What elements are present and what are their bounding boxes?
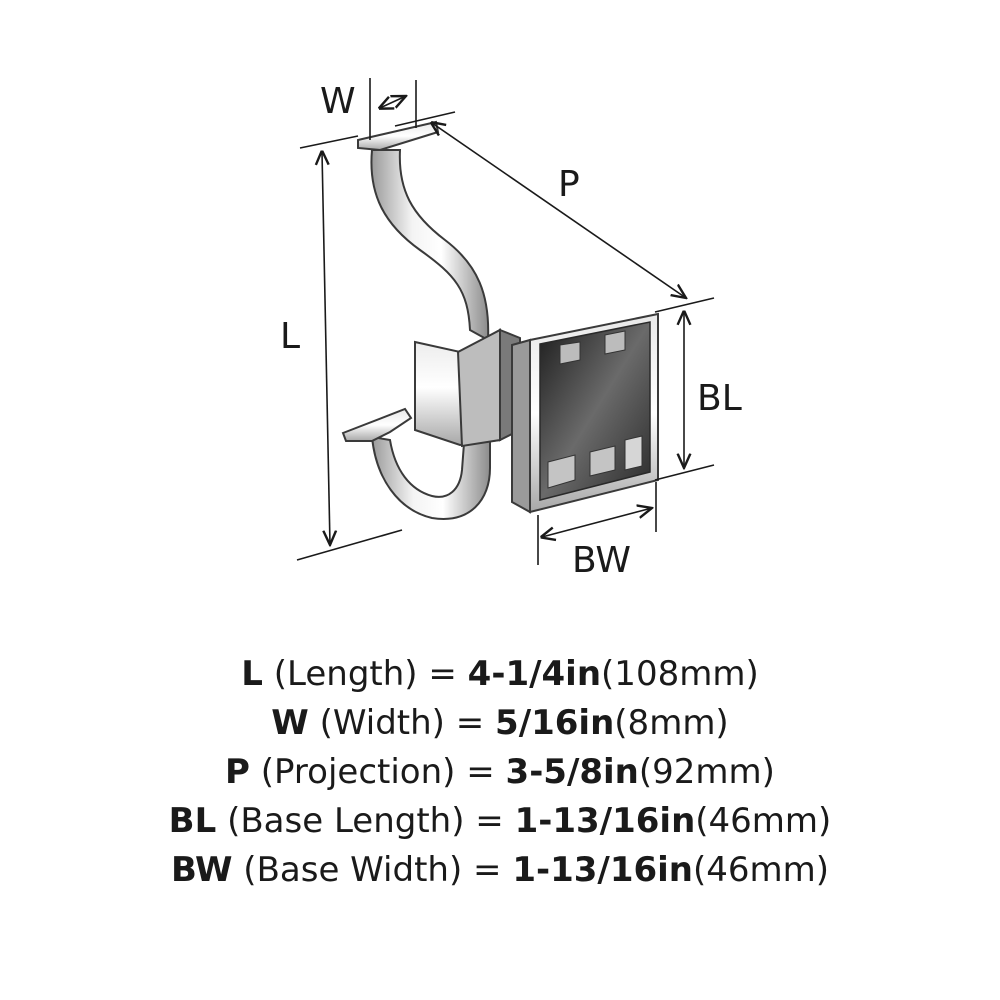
spec-metric: (46mm) — [695, 801, 832, 841]
specifications-list: L (Length) = 4-1/4in(108mm) W (Width) = … — [0, 650, 1000, 895]
spec-desc: (Length) = — [262, 654, 468, 694]
base-cavity — [539, 321, 651, 501]
mounting-base — [511, 312, 659, 514]
spec-imperial: 4-1/4in — [467, 654, 602, 694]
spec-imperial: 1-13/16in — [514, 801, 696, 841]
w-label: W — [320, 81, 356, 122]
spec-abbr: BW — [170, 850, 233, 890]
hook-dimension-diagram: W P L BL BW — [280, 78, 742, 581]
spec-desc: (Width) = — [308, 703, 496, 743]
spec-projection: P (Projection) = 3-5/8in(92mm) — [0, 748, 1000, 797]
spec-imperial: 1-13/16in — [512, 850, 694, 890]
spec-width: W (Width) = 5/16in(8mm) — [0, 699, 1000, 748]
p-extension-top — [394, 111, 456, 127]
spec-desc: (Projection) = — [249, 752, 506, 792]
spec-metric: (8mm) — [614, 703, 729, 743]
hook-illustration — [341, 120, 521, 520]
p-label: P — [558, 164, 580, 205]
bw-label: BW — [572, 540, 631, 581]
l-dimension-line — [322, 152, 330, 545]
spec-base-length: BL (Base Length) = 1-13/16in(46mm) — [0, 797, 1000, 846]
spec-abbr: L — [241, 654, 263, 694]
hook-lower-tip — [341, 407, 413, 442]
l-label: L — [280, 316, 300, 357]
dimension-lines — [296, 78, 715, 565]
bl-extension-bottom — [654, 464, 715, 481]
bl-extension-top — [654, 297, 715, 313]
spec-metric: (108mm) — [601, 654, 759, 694]
p-dimension-line — [432, 123, 686, 298]
spec-abbr: BL — [168, 801, 217, 841]
spec-length: L (Length) = 4-1/4in(108mm) — [0, 650, 1000, 699]
spec-abbr: P — [225, 752, 250, 792]
spec-imperial: 3-5/8in — [505, 752, 639, 792]
w-dimension-line — [380, 96, 406, 108]
spec-base-width: BW (Base Width) = 1-13/16in(46mm) — [0, 846, 1000, 895]
spec-desc: (Base Width) = — [232, 850, 513, 890]
l-extension-top — [299, 135, 359, 149]
spec-metric: (92mm) — [638, 752, 775, 792]
base-side — [511, 338, 531, 514]
hook-top-cap — [357, 120, 440, 152]
hook-lower-curve — [370, 429, 491, 520]
spec-abbr: W — [271, 703, 309, 743]
l-extension-bottom — [296, 529, 403, 561]
spec-imperial: 5/16in — [495, 703, 615, 743]
bl-label: BL — [697, 378, 742, 419]
bw-dimension-line — [542, 508, 652, 537]
spec-metric: (46mm) — [693, 850, 830, 890]
hook-upper-arm — [370, 149, 490, 342]
spec-desc: (Base Length) = — [216, 801, 515, 841]
